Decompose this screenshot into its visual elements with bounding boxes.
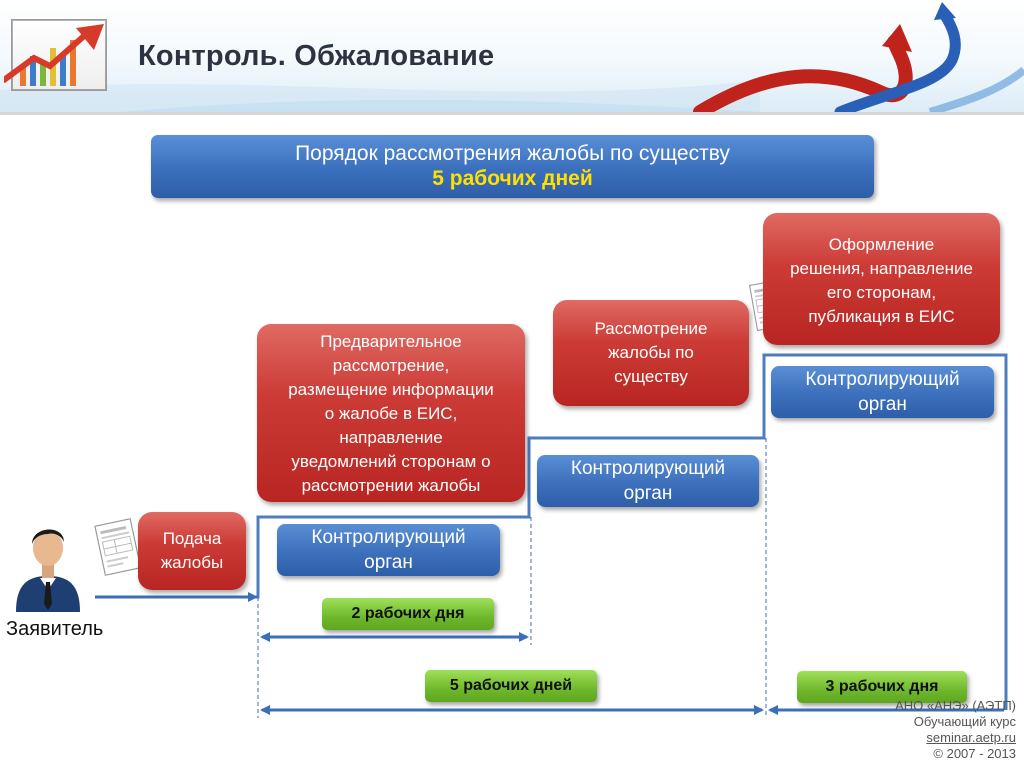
step-line: его сторонам, [826,283,937,302]
step-line: Предварительное [320,332,462,351]
step-line: рассмотрение, [332,356,450,375]
banner-title: Порядок рассмотрения жалобы по существу [295,142,730,165]
control-body-2: Контролирующий орган [537,455,759,507]
header-divider [0,112,1024,115]
header-background [0,80,760,112]
duration-label: 3 рабочих дня [825,678,939,695]
user-icon [16,529,80,612]
step-submit-complaint: Подача жалобы [138,512,246,590]
document-icon [94,518,142,576]
decorative-arrows-icon [693,2,1024,112]
step-line: решения, направление [790,259,973,278]
step-line: направление [339,428,443,447]
duration-3-days: 3 рабочих дня [797,671,967,703]
footer-site-link[interactable]: seminar.aetp.ru [926,730,1016,745]
step-line: уведомлений сторонам о [291,452,491,471]
step-line: Подача [162,529,222,548]
footer-org: АНО «АНЭ» (АЭТП) [895,698,1016,713]
control-body-line: Контролирующий [570,458,726,479]
control-body-line: орган [364,552,413,573]
chart-arrow-icon [4,19,107,91]
step-line: жалобы [160,553,224,572]
control-body-line: орган [623,483,673,504]
step-line: жалобы по [608,343,694,362]
step-line: размещение информации [288,380,494,399]
step-preliminary-review: Предварительное рассмотрение, размещение… [257,324,525,502]
footer-course: Обучающий курс [913,714,1016,729]
header: Контроль. Обжалование [0,0,1024,112]
step-line: рассмотрении жалобы [301,476,481,495]
duration-5-days: 5 рабочих дней [425,670,597,702]
banner-duration: 5 рабочих дней [432,167,593,190]
duration-label: 2 рабочих дня [351,605,465,622]
duration-2-days: 2 рабочих дня [322,598,494,630]
page-title: Контроль. Обжалование [138,40,495,72]
step-line: Рассмотрение [594,319,708,338]
step-line: о жалобе в ЕИС, [324,404,458,423]
step-merits-review: Рассмотрение жалобы по существу [553,300,749,406]
control-body-line: Контролирующий [805,369,960,390]
control-body-1: Контролирующий орган [277,524,500,576]
duration-label: 5 рабочих дней [449,677,573,694]
control-body-3: Контролирующий орган [771,366,994,418]
control-body-line: орган [858,394,907,415]
footer-copyright: © 2007 - 2013 [933,746,1016,761]
control-body-line: Контролирующий [311,527,466,548]
step-decision: Оформление решения, направление его стор… [763,213,1000,345]
footer: АНО «АНЭ» (АЭТП) Обучающий курс seminar.… [895,698,1016,762]
step-line: Оформление [828,235,935,254]
applicant-label: Заявитель [6,618,104,640]
step-line: существу [614,367,688,386]
step-line [95,353,1008,710]
step-line: публикация в ЕИС [808,307,955,326]
procedure-banner: Порядок рассмотрения жалобы по существу … [151,135,874,198]
